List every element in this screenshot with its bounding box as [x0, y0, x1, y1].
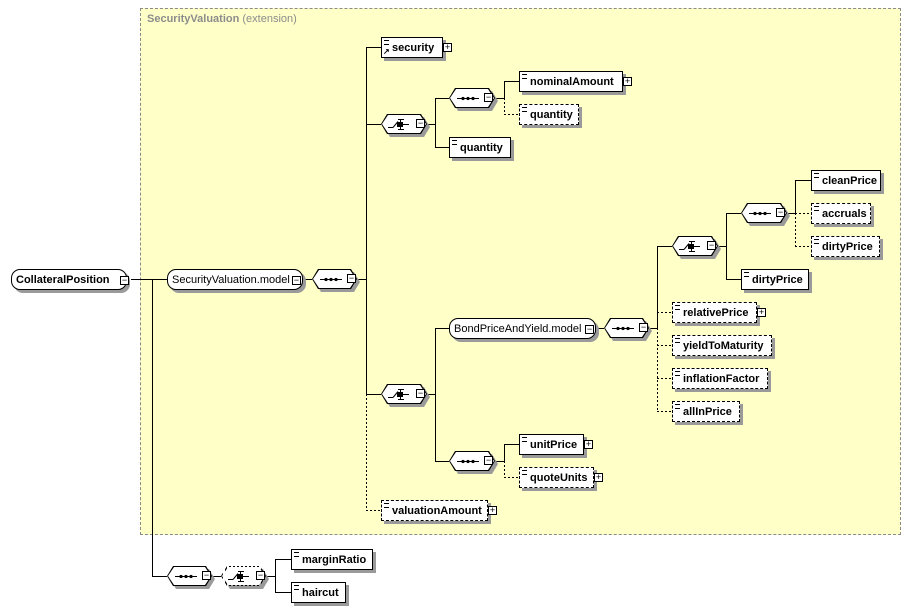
accruals-label: accruals	[822, 208, 867, 220]
quantity-node[interactable]: quantity	[449, 137, 511, 158]
expand-icon[interactable]: +	[443, 42, 452, 52]
collapse-icon[interactable]: −	[416, 118, 425, 128]
accruals-node[interactable]: accruals	[811, 203, 871, 224]
extension-title: SecurityValuation (extension)	[147, 13, 297, 25]
security-valuation-model-node[interactable]: SecurityValuation.model −	[167, 269, 303, 290]
sequence-compositor-1[interactable]: −	[449, 88, 495, 108]
extension-title-name: SecurityValuation	[147, 13, 240, 25]
unit-price-node[interactable]: unitPrice	[519, 434, 584, 455]
sequence-icon	[175, 574, 197, 579]
quote-units-label: quoteUnits	[530, 472, 588, 484]
choice-icon	[388, 389, 409, 400]
choice-compositor-bottom[interactable]: −	[221, 566, 266, 586]
all-in-price-label: allInPrice	[683, 406, 732, 418]
haircut-node[interactable]: haircut	[291, 582, 346, 603]
dirty-price-node[interactable]: dirtyPrice	[741, 269, 809, 290]
margin-ratio-node[interactable]: marginRatio	[291, 549, 373, 570]
sequence-icon	[457, 459, 479, 464]
quantity-optional-label: quantity	[530, 109, 573, 121]
collapse-icon[interactable]: −	[292, 275, 301, 285]
extension-title-subtitle: (extension)	[242, 13, 297, 25]
clean-price-node[interactable]: cleanPrice	[811, 170, 881, 191]
choice-compositor-3[interactable]: −	[672, 236, 718, 256]
dirty-price-optional-label: dirtyPrice	[822, 241, 873, 253]
collateral-position-node[interactable]: CollateralPosition −	[11, 269, 129, 290]
choice-compositor-2[interactable]: −	[381, 384, 427, 404]
dirty-price-optional-node[interactable]: dirtyPrice	[811, 236, 880, 257]
sequence-compositor-4[interactable]: −	[449, 451, 495, 471]
choice-icon	[228, 571, 249, 582]
collapse-icon[interactable]: −	[639, 322, 648, 332]
collapse-icon[interactable]: −	[707, 240, 716, 250]
expand-icon[interactable]: +	[623, 76, 632, 86]
collapse-icon[interactable]: −	[484, 92, 493, 102]
collapse-icon[interactable]: −	[776, 207, 785, 217]
all-in-price-node[interactable]: allInPrice	[672, 401, 740, 422]
choice-icon	[388, 119, 409, 130]
relative-price-label: relativePrice	[683, 307, 749, 319]
quantity-label: quantity	[460, 142, 503, 154]
valuation-amount-label: valuationAmount	[392, 505, 482, 517]
collapse-icon[interactable]: −	[484, 455, 493, 465]
security-node[interactable]: ↗ security	[381, 37, 443, 58]
collapse-icon[interactable]: −	[120, 275, 129, 285]
security-label: security	[392, 42, 435, 54]
sequence-compositor-main[interactable]: −	[312, 269, 357, 289]
sequence-icon	[749, 211, 771, 216]
relative-price-node[interactable]: relativePrice	[672, 302, 757, 323]
collapse-icon[interactable]: −	[256, 570, 265, 580]
collateral-position-label: CollateralPosition	[16, 274, 110, 286]
choice-icon	[679, 241, 700, 252]
collapse-icon[interactable]: −	[585, 324, 594, 334]
collapse-icon[interactable]: −	[202, 570, 211, 580]
inflation-factor-label: inflationFactor	[683, 373, 760, 385]
dirty-price-label: dirtyPrice	[752, 274, 803, 286]
clean-price-label: cleanPrice	[822, 175, 878, 187]
unit-price-label: unitPrice	[530, 439, 578, 451]
expand-icon[interactable]: +	[584, 439, 593, 449]
bond-price-and-yield-model-label: BondPriceAndYield.model	[454, 323, 582, 335]
reference-arrow-icon: ↗	[383, 47, 390, 56]
expand-icon[interactable]: +	[757, 307, 766, 317]
inflation-factor-node[interactable]: inflationFactor	[672, 368, 768, 389]
valuation-amount-node[interactable]: valuationAmount	[381, 500, 488, 521]
nominal-amount-node[interactable]: nominalAmount	[519, 71, 623, 92]
sequence-icon	[320, 277, 342, 282]
choice-compositor-1[interactable]: −	[381, 114, 427, 134]
nominal-amount-label: nominalAmount	[530, 76, 614, 88]
sequence-icon	[457, 96, 479, 101]
bond-price-and-yield-model-node[interactable]: BondPriceAndYield.model −	[449, 318, 596, 339]
collapse-icon[interactable]: −	[416, 388, 425, 398]
collapse-icon[interactable]: −	[347, 273, 356, 283]
sequence-icon	[612, 326, 634, 331]
margin-ratio-label: marginRatio	[302, 554, 367, 566]
quote-units-node[interactable]: quoteUnits	[519, 467, 594, 488]
expand-icon[interactable]: +	[594, 472, 603, 482]
quantity-optional-node[interactable]: quantity	[519, 104, 579, 125]
yield-to-maturity-node[interactable]: yieldToMaturity	[672, 335, 772, 356]
yield-to-maturity-label: yieldToMaturity	[683, 340, 764, 352]
security-valuation-model-label: SecurityValuation.model	[172, 274, 290, 286]
sequence-compositor-bottom[interactable]: −	[167, 566, 212, 586]
sequence-compositor-2[interactable]: −	[604, 318, 649, 338]
sequence-compositor-3[interactable]: −	[741, 203, 787, 223]
expand-icon[interactable]: +	[488, 505, 497, 515]
haircut-label: haircut	[302, 587, 339, 599]
